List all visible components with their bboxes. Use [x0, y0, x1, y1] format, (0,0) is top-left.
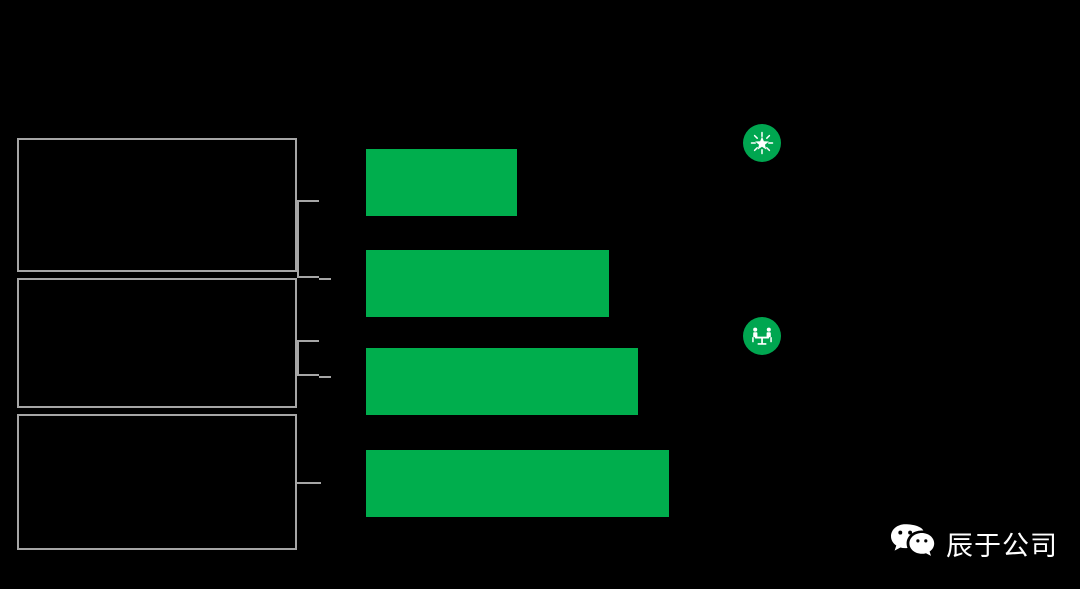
category-box-1-label	[19, 140, 295, 156]
bracket-connector-2	[297, 340, 319, 376]
bar-1[interactable]	[366, 149, 517, 216]
category-box-3[interactable]	[17, 414, 297, 550]
bracket-connector-1	[297, 200, 319, 278]
category-box-1[interactable]	[17, 138, 297, 272]
bar-4[interactable]	[366, 450, 669, 517]
bracket-connector-1-stub	[319, 278, 331, 280]
bar-3[interactable]	[366, 348, 638, 415]
starburst-icon[interactable]	[743, 124, 781, 162]
line-connector-3	[297, 482, 321, 484]
bar-2[interactable]	[366, 250, 609, 317]
meeting-table-icon[interactable]	[743, 317, 781, 355]
bracket-connector-2-stub	[319, 376, 331, 378]
category-box-3-label	[19, 416, 295, 432]
watermark-text: 辰于公司	[946, 531, 1058, 562]
watermark: 辰于公司	[890, 522, 1058, 565]
wechat-logo	[890, 522, 936, 565]
category-box-2-label	[19, 280, 295, 296]
category-box-2[interactable]	[17, 278, 297, 408]
